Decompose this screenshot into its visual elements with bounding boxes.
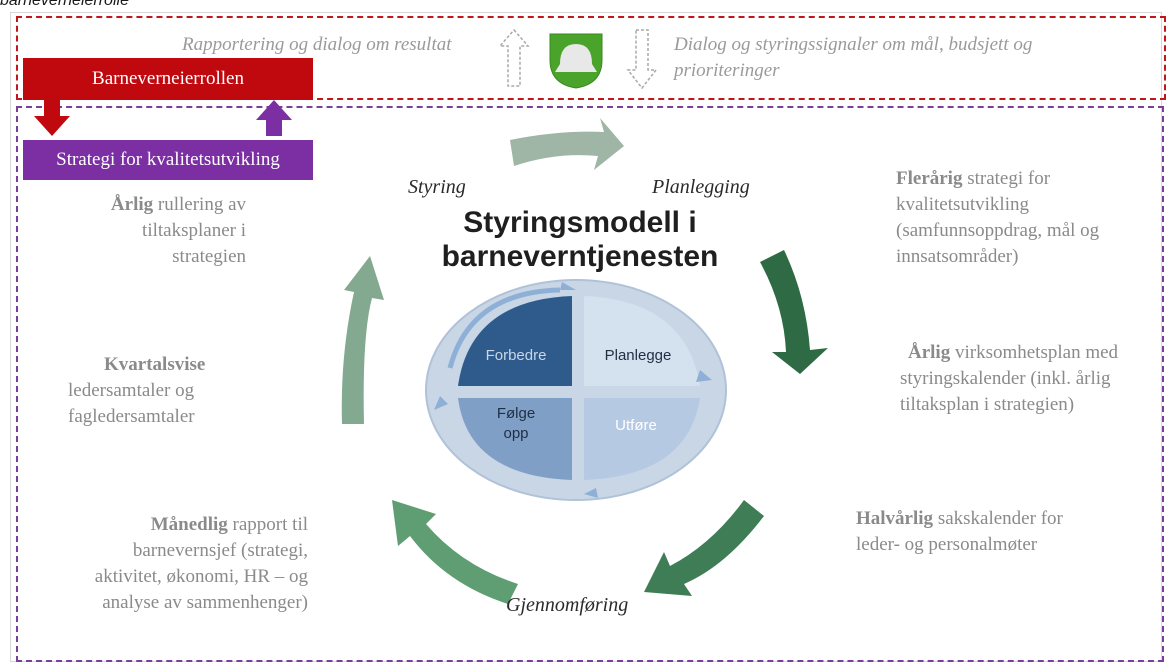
- ring-arrowhead-left-icon: [434, 396, 448, 410]
- right-item-annual-plan-line-3: tiltaksplan i strategien): [900, 394, 1075, 415]
- up-purple-arrow-icon: [256, 100, 292, 136]
- cycle-arrow-bottom: [644, 500, 764, 596]
- left-item-annual-line-3: strategien: [172, 246, 246, 267]
- coat-of-arms-icon: [549, 33, 603, 89]
- quadrant-label-utfore: Utføre: [615, 417, 657, 434]
- quadrant-ring-arc: [447, 287, 561, 369]
- reporting-text: Rapportering og dialog om resultat: [182, 34, 452, 55]
- left-item-annual-bold: Årlig: [110, 194, 154, 215]
- right-item-annual-plan-rest: virksomhetsplan med: [950, 342, 1119, 363]
- ring-arrowhead-top-icon: [560, 282, 576, 290]
- quadrant-folge-opp: [458, 398, 572, 480]
- right-item-annual-plan: Årlig virksomhetsplan med styringskalend…: [900, 340, 1162, 418]
- right-item-multiyear: Flerårig strategi for kvalitetsutvikling…: [896, 166, 1156, 270]
- left-item-monthly: Månedlig rapport til barnevernsjef (stra…: [40, 512, 308, 616]
- left-item-quarterly-bold: Kvartalsvise: [104, 354, 206, 375]
- quadrant-label-folge: Følge: [497, 405, 535, 422]
- phase-styring: Styring: [408, 176, 466, 198]
- cycle-arrow-right: [760, 250, 828, 374]
- left-item-monthly-line-4: analyse av sammenhenger): [102, 592, 308, 613]
- phase-gjennomforing: Gjennomføring: [506, 594, 629, 616]
- right-item-multiyear-line-4: innsatsområder): [896, 246, 1019, 267]
- left-item-monthly-line-3: aktivitet, økonomi, HR – og: [94, 566, 308, 587]
- right-item-multiyear-bold: Flerårig: [896, 168, 963, 189]
- steering-signals-text: Dialog og styringssignaler om mål, budsj…: [674, 32, 1032, 84]
- phase-planlegging: Planlegging: [652, 176, 750, 198]
- quadrant-graphic: Forbedre Planlegge Følge opp Utføre: [425, 279, 727, 501]
- quadrant-planlegge: [584, 296, 700, 386]
- down-arrow-icon: [626, 29, 658, 90]
- quadrant-label-planlegge: Planlegge: [605, 347, 672, 364]
- left-item-annual-line-2: tiltaksplaner i: [142, 220, 246, 241]
- up-arrow-icon: [498, 28, 530, 87]
- steering-signals-line-2: prioriteringer: [674, 60, 780, 81]
- right-item-semiannual-rest: sakskalender for: [933, 508, 1063, 529]
- steering-signals-line-1: Dialog og styringssignaler om mål, budsj…: [674, 34, 1033, 55]
- left-item-annual: Årlig rullering av tiltaksplaner i strat…: [40, 192, 246, 270]
- quality-strategy-bar: Strategi for kvalitetsutvikling: [23, 140, 313, 180]
- left-item-monthly-rest: rapport til: [227, 514, 308, 535]
- left-item-monthly-bold: Månedlig: [150, 514, 228, 535]
- right-item-semiannual: Halvårlig sakskalender for leder- og per…: [856, 506, 1116, 558]
- service-boundary: [16, 106, 1164, 662]
- ring-arrowhead-right-icon: [696, 370, 712, 382]
- quadrant-forbedre: [458, 296, 572, 386]
- quadrant-utfore: [584, 398, 700, 480]
- right-item-annual-plan-bold: Årlig: [908, 342, 951, 363]
- cycle-arrow-top: [510, 118, 624, 170]
- right-item-semiannual-bold: Halvårlig: [856, 508, 934, 529]
- left-item-monthly-line-2: barnevernsjef (strategi,: [132, 540, 308, 561]
- left-item-annual-rest: rullering av: [153, 194, 246, 215]
- figure-caption: barneverneierrolle: [0, 0, 129, 9]
- right-item-multiyear-line-2: kvalitetsutvikling: [896, 194, 1029, 215]
- model-title-line-2: barneverntjenesten: [441, 240, 719, 273]
- cycle-arrow-left-bottom: [392, 500, 518, 604]
- left-item-quarterly: Kvartalsvise ledersamtaler og fagledersa…: [68, 352, 268, 430]
- right-item-multiyear-line-3: (samfunnsoppdrag, mål og: [896, 220, 1100, 241]
- right-item-semiannual-line-2: leder- og personalmøter: [856, 534, 1038, 555]
- right-item-multiyear-rest: strategi for: [962, 168, 1051, 189]
- cycle-arrow-left: [341, 256, 384, 424]
- owner-role-bar: Barneverneierrollen: [23, 58, 313, 100]
- left-item-quarterly-line-3: fagledersamtaler: [68, 406, 195, 427]
- down-red-arrow-icon: [34, 100, 70, 136]
- quadrant-label-forbedre: Forbedre: [486, 347, 547, 364]
- left-item-quarterly-line-2: ledersamtaler og: [68, 380, 195, 401]
- ring-arrowhead-bottom-icon: [584, 488, 598, 498]
- model-title-line-1: Styringsmodell i: [463, 206, 697, 239]
- quadrant-label-opp: opp: [503, 425, 528, 442]
- model-title: Styringsmodell i barneverntjenesten: [400, 206, 760, 274]
- owner-role-boundary: [16, 16, 1166, 100]
- quadrant-background: [425, 279, 727, 501]
- top-exchange-graphic: [498, 28, 658, 90]
- bar-connector-arrows: [34, 100, 292, 136]
- right-item-annual-plan-line-2: styringskalender (inkl. årlig: [900, 368, 1111, 389]
